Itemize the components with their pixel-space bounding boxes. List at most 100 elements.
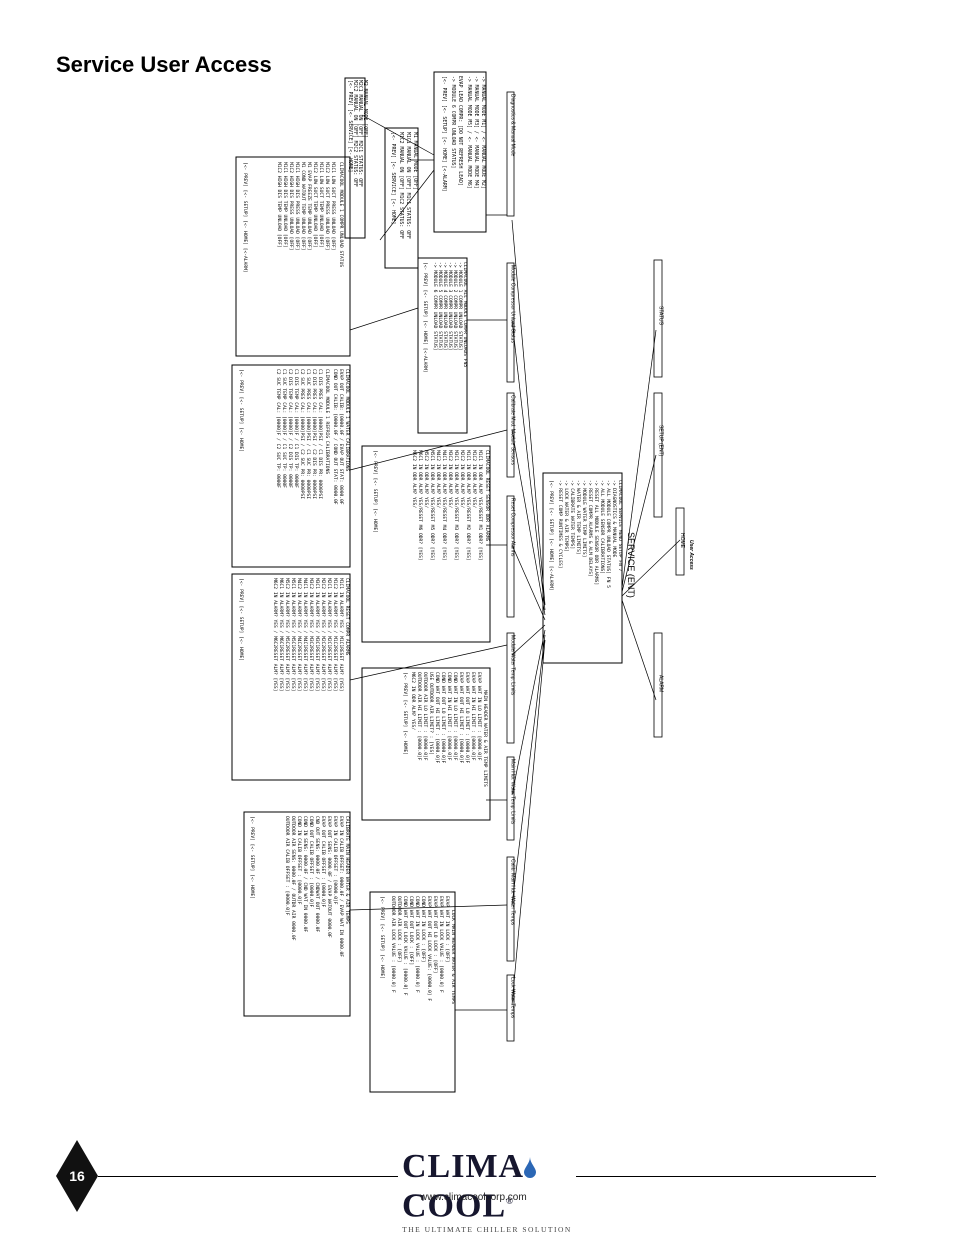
calibration-nav[interactable]: [<- PREV] [<- SETUP] [<- HOME] xyxy=(238,369,244,452)
calib-header-line[interactable]: COND IN CALIB OFFSET : [0000.0]F xyxy=(296,816,302,905)
calibration-line[interactable]: C1 SUC PRES CAL: [0000]PSI / C1 SUC PR: … xyxy=(305,369,311,499)
reset-compr-line[interactable]: M1C2 IN ALARM? YES / M1C2RESET ALM? [YES… xyxy=(332,578,338,691)
manual-mode-line[interactable]: -> MANUAL MODE M5] / <- MANUAL MODE M6] xyxy=(466,76,472,189)
lock-temp-line[interactable]: COND WAT OUT LOCK VALUE : [0000.0] F xyxy=(402,896,408,996)
sub-menu-label-calibrate-sensors[interactable]: Calibrate Mod. Module Sensors xyxy=(510,395,516,466)
m1-manual-line[interactable]: M1C2 MANUAL ON [OFF] M1C2 STATUS: OFF xyxy=(398,132,404,239)
temp-limit-line[interactable]: USE OUTDOOR AIR LIMIT? : [YES] xyxy=(428,672,434,755)
service-enter-label[interactable]: SERVICE (ENT) xyxy=(626,532,636,598)
lock-temp-line[interactable]: EVAP WAT OUT LO LOCK : [OFF] xyxy=(432,896,438,973)
top-menu-status[interactable]: STATUS xyxy=(658,306,664,326)
top-menu-alarm[interactable]: ALARM xyxy=(658,675,664,692)
sub-menu-label-main-hdr-limits[interactable]: Main Hdr. Water Temp. Limits xyxy=(510,759,516,825)
service-menu-item[interactable]: -> DIAGNOSTICS & MANUAL MODE xyxy=(611,480,617,558)
lock-temp-line[interactable]: EVAP WAT OUT HI LOCK VALUE: [0000.0] F xyxy=(426,896,432,1001)
reset-compr-line[interactable]: M2C2 IN ALARM? YES / M2C2RESET ALM? [YES… xyxy=(320,578,326,691)
m2-manual-line[interactable]: M2C1 MANUAL ON [OFF] M2C1 STATUS: OFF xyxy=(357,80,363,187)
calibration-line[interactable]: C1 DIS TEMP CAL: [0000]F / C1 DIS TP: 00… xyxy=(293,369,299,488)
manual-mode-nav[interactable]: [<- PREV] [<- SETUP] [<- HOME] [<-ALARM] xyxy=(441,76,447,192)
unload-status-nav[interactable]: [<- PREV] [<- SETUP] [<- HOME] [<-ALARM] xyxy=(422,262,428,373)
m2-manual-nav[interactable]: [<- PREV] [<- SERVICE] [<- HOME] xyxy=(347,80,353,172)
service-menu-item[interactable]: -> RESET ALL MODULE SENSOR ODR ALARMS] xyxy=(593,480,599,585)
lock-temp-line[interactable]: COND WAT IN LOCK : [OFF] xyxy=(420,896,426,962)
manual-mode-line[interactable]: EVAP LEAD COMPR: [DO NOT REFRESH LEAD] xyxy=(457,76,463,186)
reset-sensor-nav[interactable]: [<- PREV] [<- SETUP] [<- HOME] xyxy=(372,450,378,533)
module1-unload-nav[interactable]: [<- PREV] [<- SETUP] [<- HOME] [<-ALARM] xyxy=(242,162,248,273)
unload-status-item[interactable]: -> MODULE 5 COMPR UNLOAD STATUS] xyxy=(437,262,443,351)
calibration-line[interactable]: C1 DIS PRES CAL: [0000]PSI / C1 DIS PR: … xyxy=(317,369,323,499)
temp-limit-line[interactable]: COND WAT OUT LO LIMIT : [0000.0]F xyxy=(440,672,446,764)
reset-compr-line[interactable]: M2C1 IN ALARM? YES / M2C1RESET ALM? [YES… xyxy=(326,578,332,691)
calibration-line[interactable]: EVAP OUT CALIB: [0000.0F / EVAP OUT STAT… xyxy=(338,369,344,505)
calibration-line[interactable]: C2 DIS TEMP CAL: [0000]F / C2 DIS TP: 00… xyxy=(287,369,293,488)
calib-header-line[interactable]: COND OUT CALIB OFFSET : [0000.0]F xyxy=(308,816,314,908)
m1-manual-nav[interactable]: [<- PREV] [<- SERVICE] [<- HOME] xyxy=(390,132,396,224)
temp-limit-line[interactable]: OUTDOOR AIR LO LIMIT : [0000.0]F xyxy=(422,672,428,761)
reset-compr-line[interactable]: M3C1 IN ALARM? YES / M3C1RESET ALM? [YES… xyxy=(314,578,320,691)
sub-menu-label-calib-main-hdr[interactable]: Calib. Main Hdr. Water Temps xyxy=(510,859,516,926)
unload-status-item[interactable]: -> MODULE 6 COMPR UNLOAD STATUS] xyxy=(432,262,438,351)
temp-limit-line[interactable]: EVAP WAT OUT LO LIMIT : [0000.0]F xyxy=(464,672,470,764)
temp-limit-line[interactable]: COND WAT IN LO LIMIT : [0000.0]F xyxy=(452,672,458,761)
m2-manual-line[interactable]: M2C2 MANUAL ON [OFF] M2C2 STATUS: OFF xyxy=(352,80,358,187)
unload-status-item[interactable]: -> MODULE 2 COMPR UNLOAD STATUS] xyxy=(452,262,458,351)
lock-temp-line[interactable]: EVAP WAT IN LOCK VALUE : [0000.0] F xyxy=(438,896,444,993)
lock-temp-nav[interactable]: [<- PREV] [<- SETUP] [<- HOME] xyxy=(379,896,385,979)
lock-temp-line[interactable]: OUTDOOR AIR LOCK : [OFF] xyxy=(396,896,402,962)
m2-manual-line[interactable]: M2 MANUAL MODE [OFF] xyxy=(362,80,368,138)
reset-compr-line[interactable]: M6C2 IN ALARM? YES / M6C2RESET ALM? [YES… xyxy=(272,578,278,691)
service-menu-item[interactable]: -> RESET COMPR ALARMS & ALM DELAYS] xyxy=(587,480,593,577)
reset-sensor-line[interactable]: M3C1 IN ODR ALM? YES/RESET M3 ODR? [YES] xyxy=(453,450,459,561)
reset-compr-line[interactable]: M5C2 IN ALARM? YES / M5C2RESET ALM? [YES… xyxy=(284,578,290,691)
lock-temp-line[interactable]: COND WAT IN LOCK VALUE : [0000.0] F xyxy=(414,896,420,993)
reset-compr-line[interactable]: M4C2 IN ALARM? YES / M4C2RESET ALM? [YES… xyxy=(296,578,302,691)
reset-sensor-line[interactable]: M1C1 IN ODR ALM? YES/RESET M1 ODR? [YES] xyxy=(477,450,483,561)
temp-limit-line[interactable]: COND WAT OUT HI LIMIT : [0000.0]F xyxy=(434,672,440,764)
reset-compr-line[interactable]: M3C2 IN ALARM? YES / M3C2RESET ALM? [YES… xyxy=(308,578,314,691)
reset-compr-line[interactable]: M5C1 IN ALARM? YES / M5C1RESET ALM? [YES… xyxy=(290,578,296,691)
calib-header-line[interactable]: EVAP OUT CALIB OFFSET : [0000.0]F xyxy=(320,816,326,908)
service-menu-item[interactable]: -> ALL MODULE SENSOR CALIBRATIONS] xyxy=(599,480,605,574)
service-menu-item[interactable]: -> ALL MODULE COMPR UNLOAD STATUS] FN 5 xyxy=(605,480,611,588)
reset-compr-line[interactable]: M4C1 IN ALARM? YES / M4C1RESET ALM? [YES… xyxy=(302,578,308,691)
service-menu-item[interactable]: -> CALIBRATE WATER TEMPS] xyxy=(569,480,575,549)
service-menu-nav[interactable]: [<- PREV] [<- SETUP] [<- HOME] [<-ALARM] xyxy=(548,480,554,591)
lock-temp-line[interactable]: EVAP WAT IN LOCK : [OFF] xyxy=(444,896,450,962)
calib-header-nav[interactable]: [<- PREV] [<- SETUP] [<- HOME] xyxy=(249,816,255,899)
m1-manual-line[interactable]: M1 MANUAL MODE [OFF] xyxy=(412,132,418,190)
temp-limit-nav[interactable]: [<- PREV] [<- SETUP] [<- HOME] xyxy=(402,672,408,755)
service-menu-item[interactable]: -> WATER & AIR TEMP LIMITS] xyxy=(575,480,581,555)
temp-limit-line[interactable]: EVAP WAT IN LO LIMIT : [0000.0]F xyxy=(476,672,482,761)
unload-status-item[interactable]: -> MODULE 3 COMPR UNLOAD STATUS] xyxy=(447,262,453,351)
sub-menu-label-reset-alarms[interactable]: Reset Compressor Alarms xyxy=(510,498,516,557)
m1-manual-line[interactable]: M1C1 MANUAL ON [OFF] M1C1 STATUS: OFF xyxy=(405,132,411,239)
top-menu-home[interactable]: HOME xyxy=(679,533,685,549)
reset-sensor-line[interactable]: M5C1 IN ODR ALM? YES/RESET M5 ODR? [YES] xyxy=(429,450,435,561)
temp-limit-line[interactable]: COND WAT IN HI LIMIT : [0000.0]F xyxy=(446,672,452,761)
manual-mode-line[interactable]: -> MODULE 6 COMPR UNLOAD STATUS] xyxy=(450,76,456,168)
service-menu-item[interactable]: -> LOCK WATER & AIR TEMPS] xyxy=(563,480,569,552)
lock-temp-line[interactable]: OUTDOOR AIR LOCK VALUE : [0000.0] F xyxy=(390,896,396,993)
website-url[interactable]: www.climacoolcorp.com xyxy=(420,1192,527,1203)
calibration-line[interactable]: C2 SUC PRES CAL: [0000]PSI / C2 SUC PR: … xyxy=(299,369,305,499)
sub-menu-label-water-temp-limits[interactable]: Module/Water Temp. Limits xyxy=(510,635,516,696)
reset-sensor-line[interactable]: M4C1 IN ODR ALM? YES/RESET M4 ODR? [YES] xyxy=(441,450,447,561)
lock-temp-line[interactable]: COND WAT OUT LOCK : [OFF] xyxy=(408,896,414,965)
calibration-line[interactable]: C2 DIS PRES CAL: [0000]PSI / C2 DIS PR: … xyxy=(311,369,317,499)
unload-status-item[interactable]: -> MODULE 4 COMPR UNLOAD STATUS] xyxy=(442,262,448,351)
temp-limit-line[interactable]: EVAP WAT IN HI LIMIT : [0000.0]F xyxy=(470,672,476,761)
reset-compr-nav[interactable]: [<- PREV] [<- SETUP] [<- HOME] xyxy=(238,578,244,661)
temp-limit-line[interactable]: OUTDOOR AIR HI LIMIT : [0000.0]F xyxy=(416,672,422,761)
calibration-line[interactable]: C2 SUC TEMP CAL: [0000]F / C2 SUC TP: 00… xyxy=(275,369,281,488)
manual-mode-line[interactable]: -> MANUAL MODE M3] / <- MANUAL MODE M4] xyxy=(473,76,479,189)
reset-compr-line[interactable]: M6C1 IN ALARM? YES / M6C1RESET ALM? [YES… xyxy=(278,578,284,691)
sub-menu-label-unload-status[interactable]: Module Compressor Unload Status xyxy=(510,265,516,343)
calib-header-line[interactable]: OUTDOOR AIR CALIB OFFSET : [0000.0]F xyxy=(284,816,290,916)
unload-status-item[interactable]: -> MODULE 1 COMPR UNLOAD STATUS] xyxy=(457,262,463,351)
reset-sensor-line[interactable]: M1C1 IN ODR ALM? YES/RESET M2 ODR? [YES] xyxy=(465,450,471,561)
sub-menu-label-lock-water-temps[interactable]: Lock Water Temps xyxy=(510,977,516,1019)
sub-menu-label-diagnostics[interactable]: Diagnostics & Manual Mode xyxy=(510,94,516,156)
service-menu-item[interactable]: -> MODULE WATER TEMP LIMITS] xyxy=(581,480,587,557)
reset-compr-line[interactable]: M1C1 IN ALARM? YES / M1C1RESET ALM? [YES… xyxy=(338,578,344,691)
top-menu-setup[interactable]: SETUP (ENT) xyxy=(658,425,664,457)
